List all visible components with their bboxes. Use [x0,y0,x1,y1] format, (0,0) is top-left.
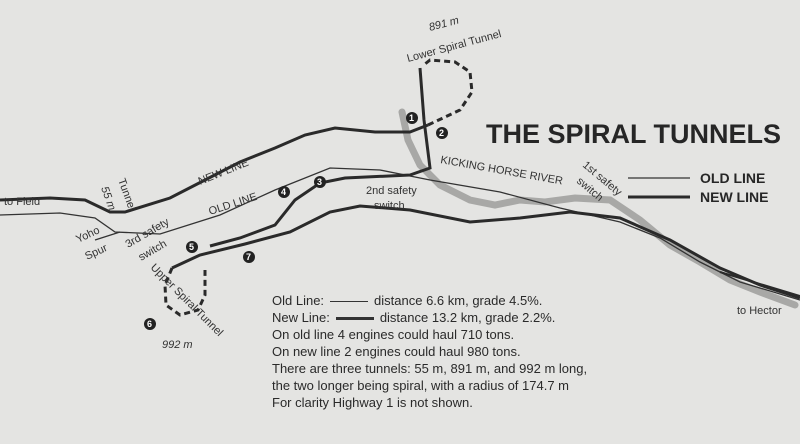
yoho-spur [94,231,121,241]
marker-5: 5 [186,241,198,253]
legend-new-label: NEW LINE [700,189,768,205]
second-switch-label: switch [374,200,405,212]
note-new-line: New Line:distance 13.2 km, grade 2.2%. [272,310,556,325]
second-safety-label: 2nd safety [366,185,417,197]
svg-text:6: 6 [147,319,152,329]
lower-tunnel-label: Lower Spiral Tunnel [406,28,503,65]
new-line-upper [0,123,429,214]
spur-label: Spur [83,242,109,263]
legend: OLD LINE NEW LINE [628,170,768,205]
svg-text:5: 5 [189,242,194,252]
notes-block: Old Line:distance 6.6 km, grade 4.5%. Ne… [272,292,587,411]
upper-tunnel-label: Upper Spiral Tunnel [148,262,225,339]
kicking-horse-river [398,108,799,309]
to-field-label: to Field [4,196,40,208]
upper-tunnel-length: 992 m [162,339,193,351]
marker-7: 7 [243,251,255,263]
lower-tunnel-length: 891 m [428,14,461,34]
svg-text:3: 3 [317,177,322,187]
svg-text:1: 1 [409,113,414,123]
old-line [0,167,800,301]
river-label: KICKING HORSE RIVER [439,154,563,187]
yoho-label: Yoho [74,224,101,245]
note-line: On new line 2 engines could haul 980 ton… [272,344,521,359]
lower-spiral-tunnel-path [424,58,474,127]
marker-4: 4 [278,186,290,198]
note-line: the two longer being spiral, with a radi… [272,378,570,393]
old-line-label: OLD LINE [207,191,258,218]
marker-2: 2 [436,127,448,139]
new-line-lower [171,204,800,300]
to-hector-label: to Hector [737,305,782,317]
marker-3: 3 [314,176,326,188]
new-line-label: NEW LINE [197,157,251,188]
map-title: THE SPIRAL TUNNELS [486,119,781,149]
new-line-middle [209,67,432,248]
legend-old-label: OLD LINE [700,170,765,186]
new-line-swatch [335,317,374,321]
marker-1: 1 [406,112,418,124]
upper-spiral-tunnel-path [163,267,207,317]
marker-6: 6 [144,318,156,330]
svg-text:7: 7 [246,252,251,262]
old-line-swatch [330,301,369,303]
note-line: There are three tunnels: 55 m, 891 m, an… [272,361,588,376]
tunnel-label: Tunnel [115,177,138,212]
note-line: For clarity Highway 1 is not shown. [272,395,473,410]
svg-text:4: 4 [281,187,286,197]
to-hector-line [719,271,800,297]
svg-text:2: 2 [439,128,444,138]
note-old-line: Old Line:distance 6.6 km, grade 4.5%. [272,293,543,308]
note-line: On old line 4 engines could haul 710 ton… [272,327,515,342]
